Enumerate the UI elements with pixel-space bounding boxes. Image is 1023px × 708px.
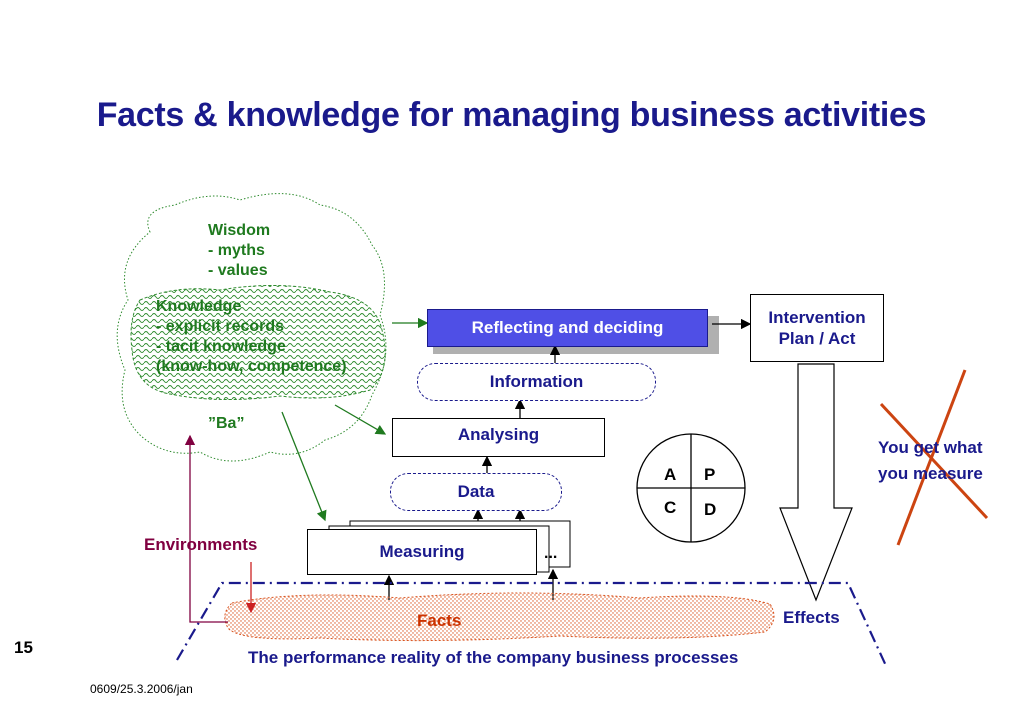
information-label: Information — [489, 372, 584, 391]
wisdom-label: Wisdom - myths - values — [208, 221, 270, 281]
information-box: Information — [417, 363, 656, 401]
knowledge-explicit: - explicit records — [156, 318, 285, 335]
cross-line-2 — [896, 369, 967, 546]
arrow-knowledge-to-measuring — [281, 411, 327, 522]
page-title: Facts & knowledge for managing business … — [96, 96, 927, 134]
plan-act-label: Plan / Act — [778, 329, 856, 348]
wisdom-myths: - myths — [208, 242, 265, 259]
arrow-knowledge-to-analysing — [334, 404, 387, 435]
intervention-label: Intervention — [768, 308, 866, 327]
arrow-facts-to-ba — [184, 434, 228, 623]
page-number: 15 — [14, 638, 33, 657]
pdca-a: A — [664, 465, 677, 484]
facts-cloud — [224, 592, 775, 642]
you-get-line-2: you measure — [878, 464, 983, 483]
cross-line-1 — [879, 402, 989, 520]
pdca-d: D — [704, 500, 717, 519]
process-trapezoid — [176, 581, 888, 669]
data-label: Data — [457, 482, 495, 501]
footer-text: 0609/25.3.2006/jan — [90, 682, 193, 696]
data-box: Data — [390, 473, 562, 511]
wisdom-title: Wisdom — [208, 222, 271, 239]
analysing-label: Analysing — [457, 424, 540, 444]
measuring-label: Measuring — [379, 542, 465, 561]
intervention-box: Intervention Plan / Act — [750, 294, 884, 362]
measuring-box: Measuring — [307, 529, 537, 575]
pdca-p: P — [704, 465, 716, 484]
performance-label: The performance reality of the company b… — [248, 648, 739, 667]
you-get-line-1: You get what — [878, 438, 983, 457]
you-get-label: You get what you measure — [878, 435, 983, 487]
reflecting-box: Reflecting and deciding — [427, 309, 708, 347]
knowledge-knowhow: (know-how, competence) — [156, 358, 347, 375]
knowledge-cloud — [130, 284, 386, 401]
effects-label: Effects — [783, 608, 840, 627]
wisdom-cloud — [116, 193, 387, 462]
wisdom-values: - values — [208, 262, 268, 279]
ba-label: ”Ba” — [208, 415, 245, 432]
environments-label: Environments — [144, 535, 258, 554]
reflecting-label: Reflecting and deciding — [471, 318, 664, 337]
measuring-more: ... — [544, 545, 558, 562]
effects-arrow — [779, 363, 853, 602]
knowledge-label: Knowledge - explicit records - tacit kno… — [156, 297, 347, 377]
knowledge-title: Knowledge — [156, 298, 242, 315]
pdca-c: C — [664, 498, 677, 517]
analysing-box: Analysing — [392, 418, 605, 457]
knowledge-tacit: - tacit knowledge — [156, 338, 286, 355]
facts-label: Facts — [417, 611, 462, 630]
